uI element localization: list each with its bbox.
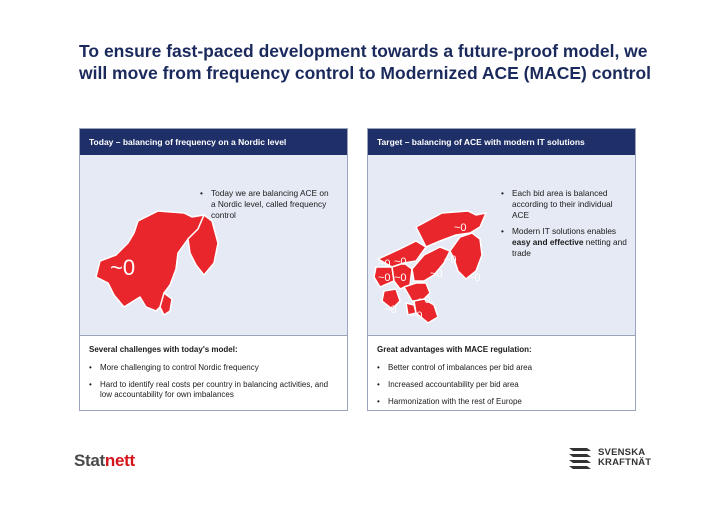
target-bullets: Each bid area is balanced according to t… — [501, 188, 629, 264]
today-challenges: Several challenges with today's model: M… — [80, 336, 347, 400]
bid-area-no5 — [373, 266, 395, 288]
svk-wordmark-line: SVENSKA — [598, 447, 646, 458]
svk-wordmark: SVENSKA KRAFTNÄT — [598, 448, 651, 468]
advantages-heading: Great advantages with MACE regulation: — [377, 345, 532, 354]
advantage-item: Harmonization with the rest of Europe — [377, 397, 627, 407]
area-label: ~0 — [378, 258, 391, 270]
area-label: ~0 — [384, 304, 397, 316]
svk-wordmark-line: KRAFTNÄT — [598, 457, 652, 468]
statnett-logo: Statnett — [74, 451, 135, 471]
finland-shape — [187, 214, 219, 276]
bullet-text-part: netting and trade — [512, 237, 627, 258]
statnett-logo-part: nett — [104, 451, 135, 470]
bid-area-se2 — [403, 282, 431, 302]
area-label: ~0 — [418, 294, 431, 306]
page-title: To ensure fast-paced development towards… — [79, 41, 652, 83]
bullet-text-emphasis: easy and effective — [512, 237, 584, 247]
target-bullet-2: Modern IT solutions enables easy and eff… — [501, 226, 629, 259]
svenska-kraftnat-logo: SVENSKA KRAFTNÄT — [567, 446, 651, 470]
bid-area-dk2 — [405, 302, 417, 316]
bid-area-dk1 — [381, 288, 401, 310]
map-label: ~0 — [110, 255, 135, 280]
today-bullet-1: Today we are balancing ACE on a Nordic l… — [200, 188, 330, 221]
today-panel-header: Today – balancing of frequency on a Nord… — [80, 129, 347, 155]
challenge-item: Hard to identify real costs per country … — [89, 380, 339, 400]
today-panel: Today – balancing of frequency on a Nord… — [79, 128, 348, 411]
area-label: ~0 — [410, 310, 423, 322]
advantage-item: Better control of imbalances per bid are… — [377, 363, 627, 373]
area-label: ~0 — [378, 272, 391, 284]
area-label: ~0 — [394, 272, 407, 284]
nordic-map-bid-areas: ~0 ~0 ~0 ~0 ~0 ~0 ~0 ~0 ~0 ~0 ~0 — [373, 210, 487, 324]
target-advantages: Great advantages with MACE regulation: B… — [368, 336, 635, 407]
statnett-logo-part: Stat — [74, 451, 105, 470]
area-label: ~0 — [444, 254, 457, 266]
bid-area-fi — [449, 232, 483, 280]
island-shape — [159, 292, 173, 316]
advantage-item: Increased accountability per bid area — [377, 380, 627, 390]
today-panel-body: ~0 Today we are balancing ACE on a Nordi… — [80, 155, 347, 336]
target-panel: Target – balancing of ACE with modern IT… — [367, 128, 636, 411]
target-panel-header: Target – balancing of ACE with modern IT… — [368, 129, 635, 155]
challenges-heading: Several challenges with today's model: — [89, 345, 238, 354]
challenge-item: More challenging to control Nordic frequ… — [89, 363, 339, 373]
target-bullet-1: Each bid area is balanced according to t… — [501, 188, 629, 221]
area-label: ~0 — [454, 222, 467, 234]
bid-area-se1 — [411, 246, 451, 282]
today-bullets: Today we are balancing ACE on a Nordic l… — [200, 188, 330, 226]
nordic-map-single-area: ~0 — [95, 210, 219, 316]
target-panel-body: ~0 ~0 ~0 ~0 ~0 ~0 ~0 ~0 ~0 ~0 ~0 Each bi… — [368, 155, 635, 336]
svk-mark-icon — [569, 448, 591, 469]
area-label: ~0 — [430, 268, 443, 280]
bullet-text-part: Modern IT solutions enables — [512, 226, 617, 236]
area-label: ~0 — [394, 256, 407, 268]
area-label: ~0 — [468, 272, 481, 284]
bid-area-no4 — [415, 210, 487, 248]
